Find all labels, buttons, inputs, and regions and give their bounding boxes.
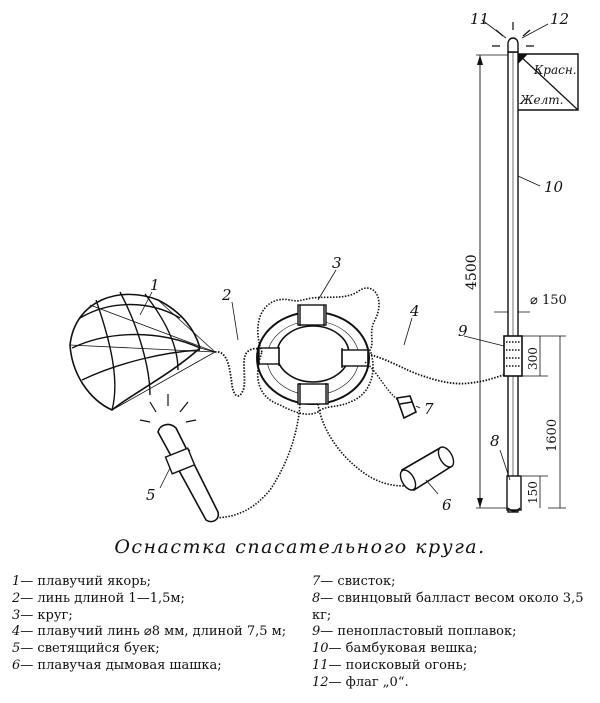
legend-text: — линь длиной 1—1,5м;	[20, 590, 185, 606]
legend-item: 6— плавучая дымовая шашка;	[12, 658, 302, 675]
callout-10: 10	[544, 178, 564, 196]
legend-item: 4— плавучий линь ⌀8 мм, длиной 7,5 м;	[12, 624, 302, 641]
whistle-drawing	[395, 395, 418, 420]
legend-number: 5	[12, 641, 21, 657]
callout-9: 9	[458, 322, 468, 340]
legend-text: — бамбуковая вешка;	[328, 641, 478, 657]
legend-text: — свисток;	[320, 574, 396, 589]
legend-text: — плавучая дымовая шашка;	[20, 657, 222, 673]
legend-text: — поисковый огонь;	[328, 657, 468, 673]
dim-lower-section: 1600	[545, 419, 560, 452]
callout-6: 6	[442, 496, 452, 514]
lifebuoy-ring-drawing	[256, 287, 380, 415]
figure-caption: Оснастка спасательного круга.	[114, 536, 486, 558]
legend-number: 6	[12, 657, 21, 673]
callout-7: 7	[424, 400, 434, 418]
legend-number: 11	[312, 657, 329, 673]
legend-item: 12— флаг „0“.	[312, 675, 594, 692]
legend-item: 11— поисковый огонь;	[312, 658, 594, 675]
legend-text: — светящийся буек;	[20, 641, 160, 657]
legend-item: 5— светящийся буек;	[12, 641, 302, 658]
callout-1: 1	[150, 276, 160, 294]
callout-12: 12	[550, 10, 569, 28]
legend-number: 8	[312, 590, 321, 606]
flag-top-label: Красн.	[533, 63, 577, 77]
legend-text: — свинцовый балласт весом около 3,5 кг;	[312, 590, 584, 623]
legend-left-column: 1— плавучий якорь;2— линь длиной 1—1,5м;…	[12, 574, 302, 675]
legend-number: 4	[12, 624, 21, 640]
legend-item: 1— плавучий якорь;	[12, 574, 302, 591]
sea-anchor-drawing	[69, 291, 216, 411]
floating-line-4	[367, 353, 516, 385]
callout-11: 11	[470, 10, 489, 28]
callout-4: 4	[409, 302, 420, 320]
light-buoy-drawing	[139, 394, 220, 523]
legend-item: 8— свинцовый балласт весом около 3,5 кг;	[312, 591, 594, 625]
dim-float-length: 300	[526, 347, 540, 370]
callout-8: 8	[490, 432, 500, 450]
bamboo-pole-drawing	[476, 22, 579, 513]
line-2	[214, 347, 266, 397]
lifebuoy-rigging-diagram: 1 2 3 4 5 6 7 8 9 10 11 12 Красн. Желт. …	[69, 10, 579, 523]
legend-number: 9	[312, 624, 321, 640]
dim-diameter: ⌀ 150	[530, 293, 567, 308]
legend-text: — плавучий якорь;	[20, 574, 152, 589]
legend-item: 3— круг;	[12, 608, 302, 625]
legend-item: 9— пенопластовый поплавок;	[312, 624, 594, 641]
dim-ballast-length: 150	[526, 481, 540, 504]
legend-number: 7	[312, 574, 321, 589]
legend-number: 10	[312, 641, 329, 657]
legend-item: 10— бамбуковая вешка;	[312, 641, 594, 658]
callout-5: 5	[146, 486, 156, 504]
legend-number: 1	[12, 574, 21, 589]
legend-text: — плавучий линь ⌀8 мм, длиной 7,5 м;	[20, 624, 287, 640]
callout-3: 3	[332, 254, 342, 272]
flag-bottom-label: Желт.	[519, 93, 563, 107]
legend-number: 3	[12, 607, 21, 623]
callout-2: 2	[221, 286, 232, 304]
legend-number: 2	[12, 590, 21, 606]
legend-text: — флаг „0“.	[328, 674, 409, 690]
legend-right-column: 7— свисток;8— свинцовый балласт весом ок…	[312, 574, 594, 692]
legend-item: 2— линь длиной 1—1,5м;	[12, 591, 302, 608]
legend-item: 7— свисток;	[312, 574, 594, 591]
legend-text: — пенопластовый поплавок;	[320, 624, 517, 640]
legend-text: — круг;	[20, 607, 73, 623]
dim-total-height: 4500	[464, 254, 480, 290]
legend-number: 12	[312, 674, 329, 690]
smoke-float-drawing	[399, 446, 455, 492]
